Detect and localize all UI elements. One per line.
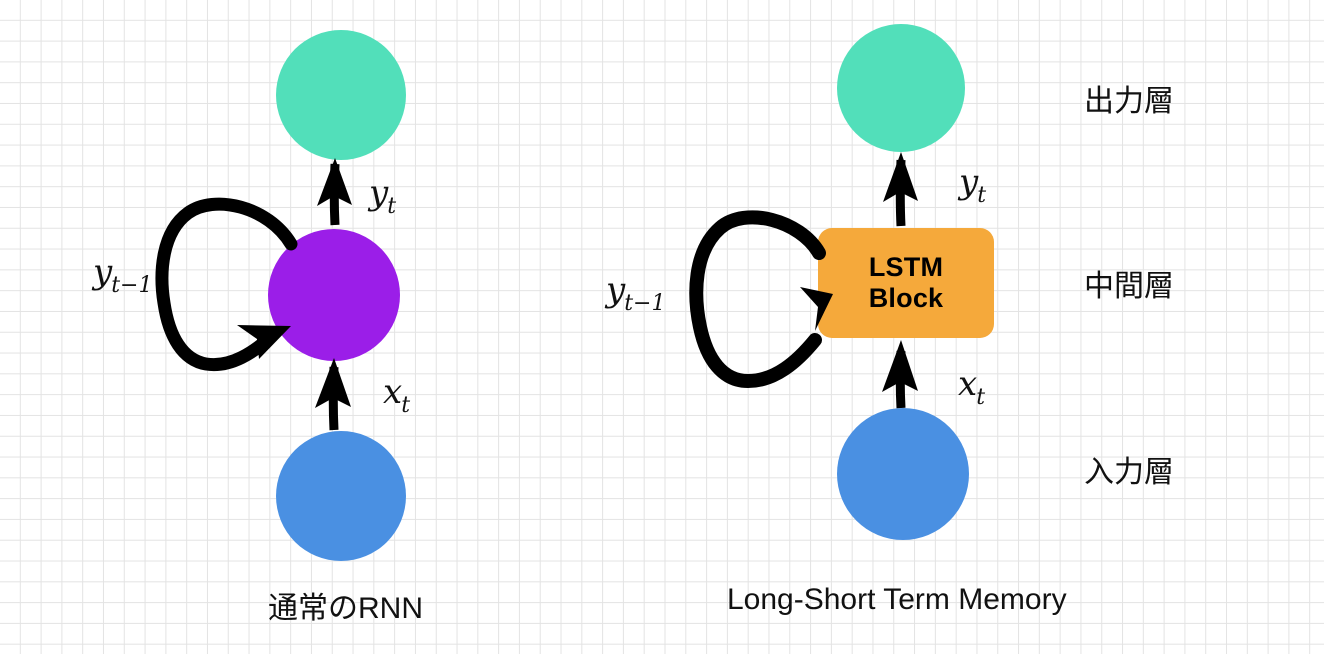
output-layer-label: 出力層 [1084,85,1174,118]
rnn-y-t-minus-1-label: yt−1 [93,252,153,299]
rnn-input-to-hidden-arrow [315,358,351,431]
lstm-caption: Long-Short Term Memory [727,583,1067,616]
hidden-layer-label: 中間層 [1084,270,1174,303]
lstm-block-line2: Block [868,283,944,313]
lstm-y-t-minus-1-label: yt−1 [606,270,666,317]
rnn-input-node [276,431,406,561]
lstm-block-line1: LSTM [868,251,944,282]
lstm-x-t-label: xt [958,364,986,411]
rnn-caption: 通常のRNN [268,592,423,625]
lstm-output-node [837,24,965,152]
lstm-block: LSTM Block [818,228,994,338]
rnn-y-t-label: yt [369,173,397,220]
lstm-input-to-block-arrow [882,340,918,409]
lstm-recurrent-self-loop [689,210,833,388]
lstm-input-node [837,408,969,540]
lstm-y-t-label: yt [959,162,987,209]
rnn-output-node [276,30,406,160]
rnn-hidden-node [268,229,400,361]
rnn-x-t-label: xt [383,372,411,419]
rnn-hidden-to-output-arrow [317,158,352,226]
lstm-block-to-output-arrow [883,152,918,227]
input-layer-label: 入力層 [1084,456,1174,489]
